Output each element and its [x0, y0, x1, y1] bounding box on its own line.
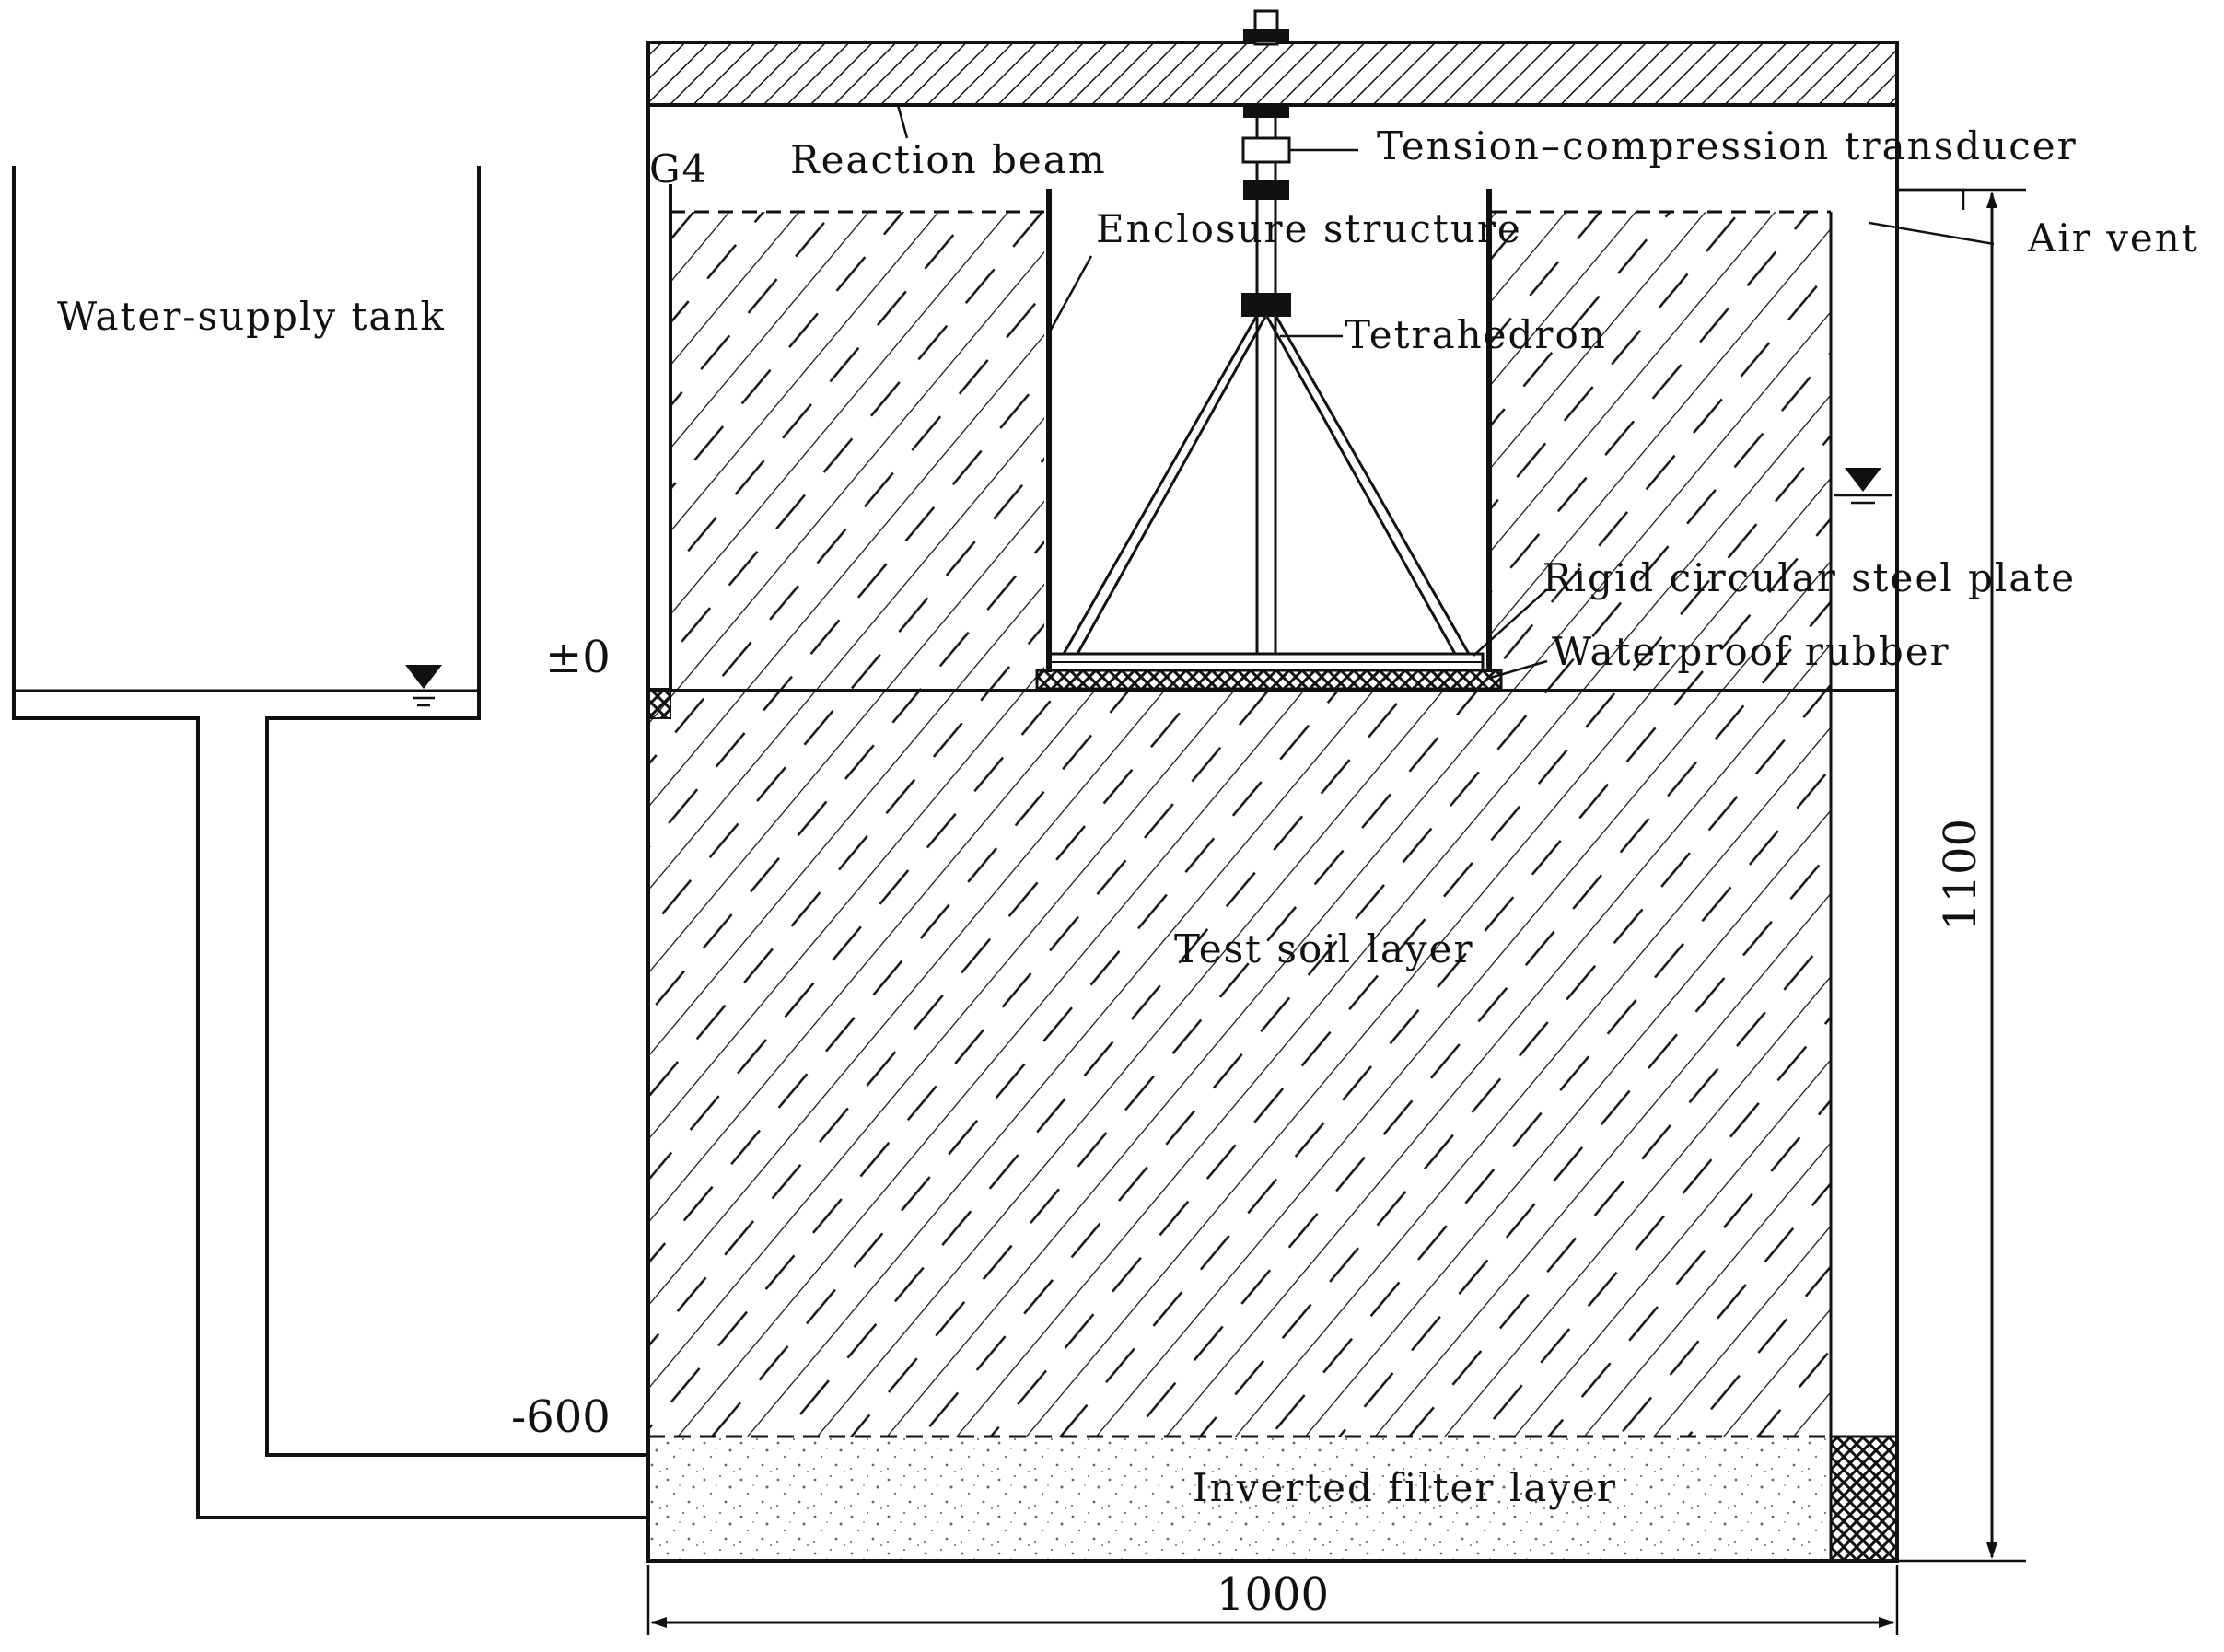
water-level-icon: [405, 665, 442, 707]
reaction-beam: [646, 41, 1899, 139]
label-waterproof-rubber: Waterproof rubber: [1552, 629, 1950, 674]
water-supply-tank: [12, 166, 650, 1561]
label-transducer: Tension–compression transducer: [1377, 123, 2078, 169]
leader-lines: [1048, 148, 2026, 1563]
label-g4: G4: [649, 146, 708, 192]
steel-plate: [1048, 652, 1485, 672]
label-air-vent: Air vent: [2027, 215, 2199, 261]
soil-fill: [648, 210, 1831, 1437]
label-dimension-height: 1100: [1935, 819, 1986, 931]
label-dimension-width: 1000: [1217, 1569, 1329, 1621]
tetrahedron-frame: [1062, 316, 1471, 665]
inverted-filter-layer: [648, 1435, 1899, 1563]
label-tetrahedron: Tetrahedron: [1345, 312, 1607, 357]
enclosure-structure: [1046, 189, 1492, 672]
water-level-icon: [1834, 468, 1892, 505]
label-zero-level: ±0: [545, 632, 611, 683]
label-enclosure-structure: Enclosure structure: [1096, 206, 1522, 251]
label-steel-plate: Rigid circular steel plate: [1543, 555, 2076, 600]
label-reaction-beam: Reaction beam: [790, 137, 1107, 182]
label-minus-600: -600: [511, 1391, 611, 1443]
waterproof-rubber: [1035, 669, 1503, 691]
label-test-soil-layer: Test soil layer: [1174, 926, 1474, 971]
transducer-icon: [1241, 136, 1291, 164]
label-inverted-filter-layer: Inverted filter layer: [1193, 1465, 1617, 1510]
loading-assembly: [1035, 9, 1503, 691]
dimension-width: [646, 1565, 1899, 1635]
label-water-supply-tank: Water-supply tank: [57, 294, 446, 339]
